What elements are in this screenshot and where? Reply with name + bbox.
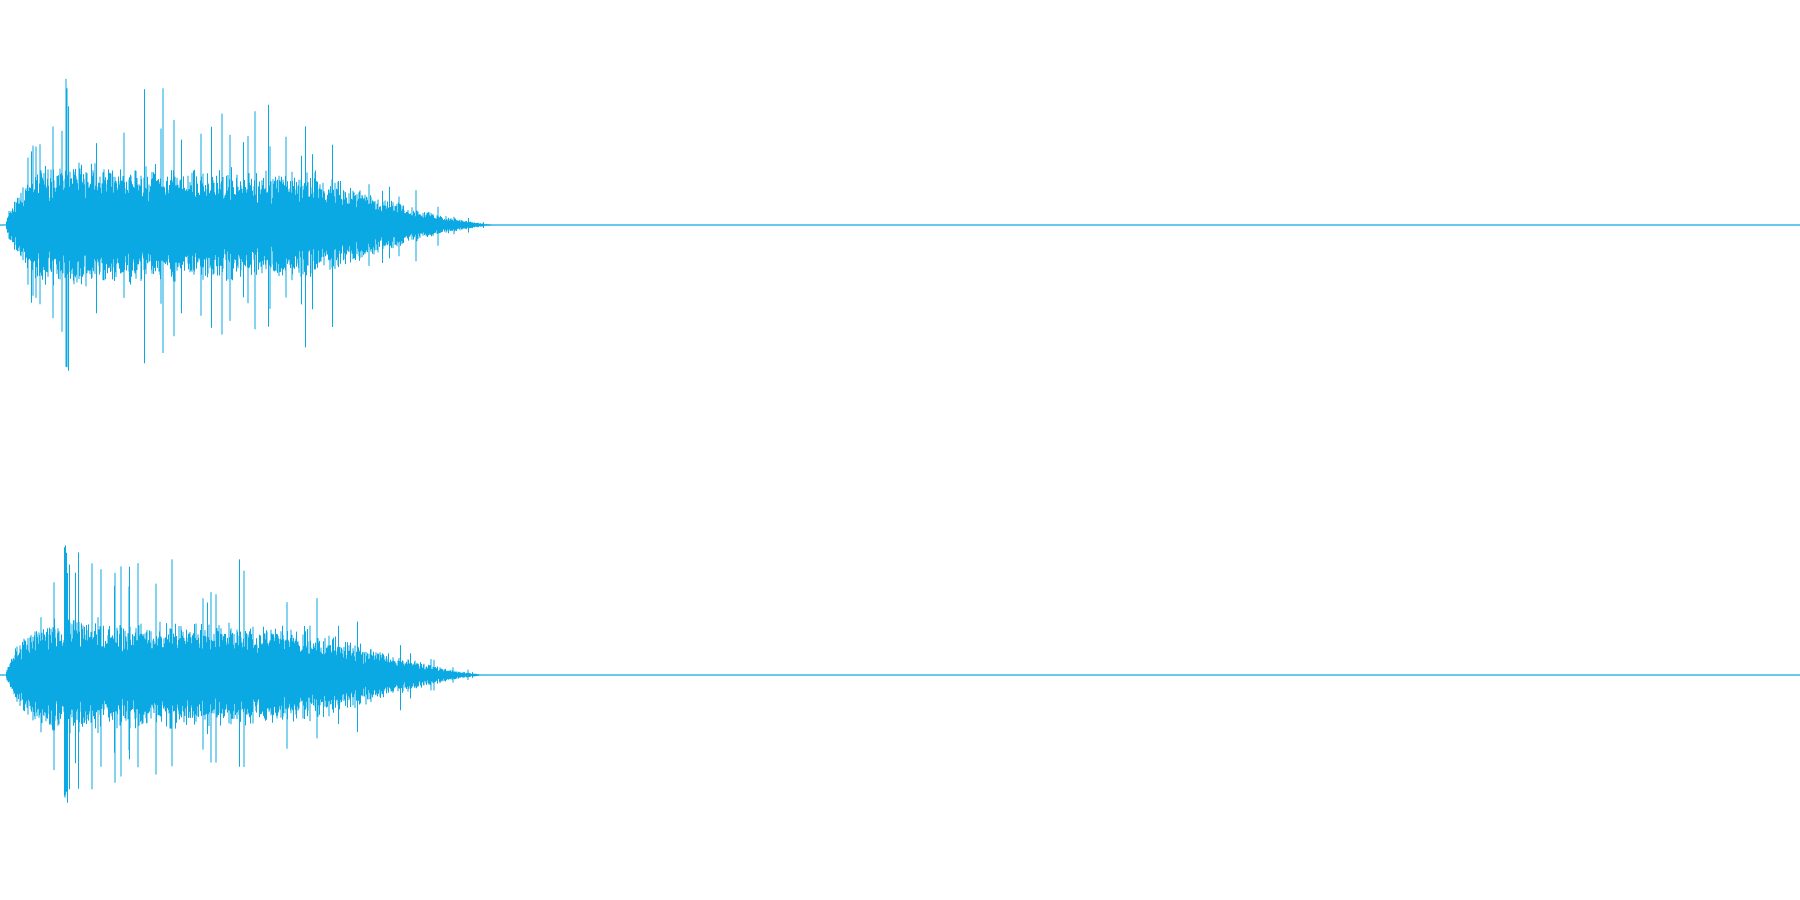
waveform-channel-2[interactable]	[0, 545, 1800, 803]
waveform-signal	[6, 545, 489, 803]
waveform-signal	[6, 78, 498, 371]
waveform-channel-1[interactable]	[0, 78, 1800, 371]
